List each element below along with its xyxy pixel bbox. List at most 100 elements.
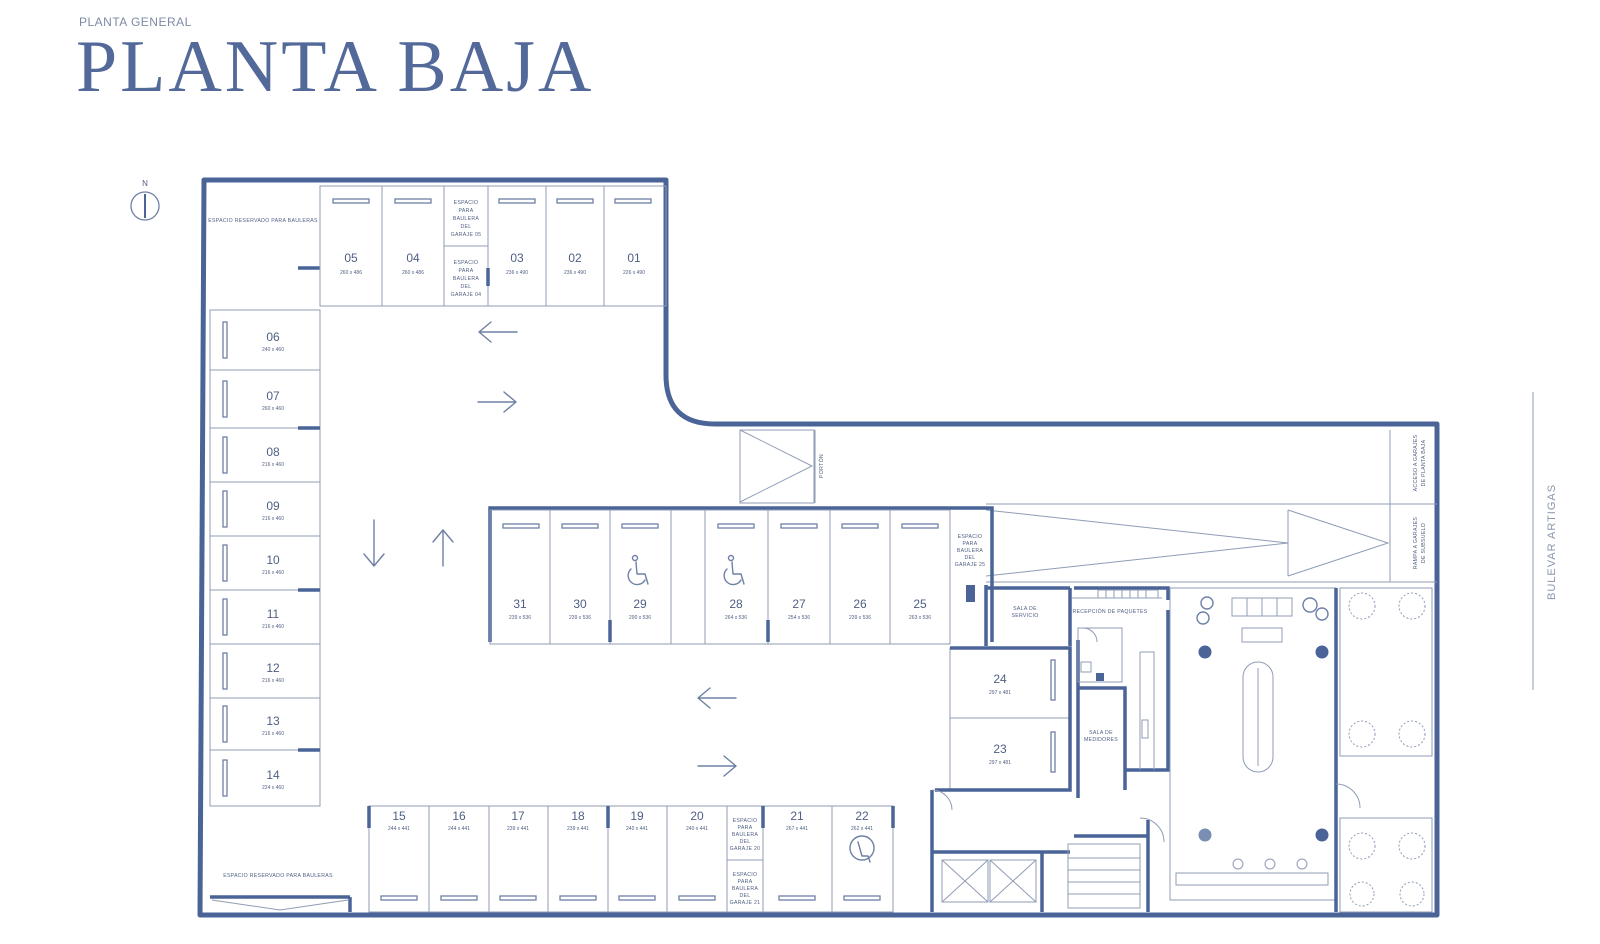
svg-text:09: 09 — [266, 499, 280, 513]
svg-text:226 x 490: 226 x 490 — [623, 270, 645, 276]
lobby-area: SALA DE SERVICIO RECEPCIÓN DE PAQUETES S… — [930, 585, 1361, 912]
svg-text:06: 06 — [266, 330, 280, 344]
sala-medidores-label-2: MEDIDORES — [1084, 737, 1118, 743]
svg-text:BAULERA: BAULERA — [957, 548, 984, 554]
svg-text:PARA: PARA — [459, 208, 474, 214]
svg-text:14: 14 — [266, 768, 280, 782]
reserved-storage-top: ESPACIO RESERVADO PARA BAULERAS — [208, 218, 318, 224]
svg-text:23: 23 — [993, 742, 1007, 756]
svg-text:240 x 441: 240 x 441 — [626, 826, 648, 832]
page-title: PLANTA BAJA — [76, 26, 595, 108]
driveway: PORTÓN ACCESO A GARAJES DE PLANTA BAJA R… — [739, 429, 1437, 583]
svg-text:12: 12 — [266, 661, 280, 675]
svg-text:297 x 481: 297 x 481 — [989, 690, 1011, 696]
street-name: BULEVAR ARTIGAS — [1546, 484, 1558, 600]
svg-text:26: 26 — [853, 597, 867, 611]
svg-text:PARA: PARA — [738, 825, 753, 831]
baulera-04: ESPACIO PARA BAULERA DEL GARAJE 04 — [451, 260, 481, 298]
svg-text:236 x 490: 236 x 490 — [564, 270, 586, 276]
svg-text:267 x 441: 267 x 441 — [786, 826, 808, 832]
parking-row-bottom: ESPACIO PARA BAULERA DEL GARAJE 20 ESPAC… — [210, 805, 895, 913]
plant-icon — [1196, 596, 1329, 625]
parking-space-23[interactable]: 23 297 x 481 — [989, 731, 1056, 773]
parking-space-05[interactable]: 05 260 x 486 — [332, 198, 370, 276]
svg-text:262 x 441: 262 x 441 — [851, 826, 873, 832]
svg-text:240 x 460: 240 x 460 — [262, 347, 284, 353]
parking-space-09[interactable]: 09 216 x 460 — [222, 490, 284, 528]
outer-walls — [197, 177, 1440, 918]
svg-text:PARA: PARA — [459, 268, 474, 274]
svg-text:239 x 536: 239 x 536 — [509, 615, 531, 621]
parking-space-03[interactable]: 03 236 x 490 — [498, 198, 536, 276]
svg-text:239 x 536: 239 x 536 — [569, 615, 591, 621]
svg-text:02: 02 — [568, 251, 582, 265]
svg-text:244 x 441: 244 x 441 — [448, 826, 470, 832]
wheelchair-icon — [723, 554, 745, 586]
svg-text:21: 21 — [790, 809, 804, 823]
arrow-down — [363, 519, 385, 567]
svg-text:240 x 441: 240 x 441 — [686, 826, 708, 832]
parking-space-22[interactable]: 22 262 x 441 — [843, 809, 881, 901]
svg-text:216 x 460: 216 x 460 — [262, 516, 284, 522]
svg-text:11: 11 — [267, 607, 280, 621]
parking-space-07[interactable]: 07 260 x 460 — [222, 380, 284, 418]
arrow-left-top — [478, 321, 518, 343]
svg-text:260 x 460: 260 x 460 — [262, 406, 284, 412]
parking-space-21[interactable]: 21 267 x 441 — [778, 809, 816, 901]
sala-medidores-label-1: SALA DE — [1089, 730, 1113, 736]
svg-text:GARAJE 21: GARAJE 21 — [730, 900, 761, 906]
svg-text:239 x 441: 239 x 441 — [507, 826, 529, 832]
svg-text:BAULERA: BAULERA — [453, 276, 480, 282]
svg-text:GARAJE 20: GARAJE 20 — [730, 846, 761, 852]
parking-space-01[interactable]: 01 226 x 490 — [614, 198, 652, 276]
rampa-garajes-label-1: RAMPA A GARAJES — [1413, 517, 1419, 569]
arrow-right-bottom — [697, 755, 737, 777]
svg-text:GARAJE 25: GARAJE 25 — [955, 562, 986, 568]
svg-text:263 x 536: 263 x 536 — [909, 615, 931, 621]
svg-text:239 x 441: 239 x 441 — [567, 826, 589, 832]
svg-text:ESPACIO: ESPACIO — [733, 818, 758, 824]
svg-text:PARA: PARA — [963, 541, 978, 547]
reserved-storage-bottom: ESPACIO RESERVADO PARA BAULERAS — [223, 873, 333, 879]
svg-text:DEL: DEL — [965, 555, 976, 561]
parking-space-04[interactable]: 04 260 x 486 — [394, 198, 432, 276]
baulera-20: ESPACIO PARA BAULERA DEL GARAJE 20 — [730, 818, 761, 852]
svg-text:29: 29 — [633, 597, 647, 611]
parking-space-02[interactable]: 02 236 x 490 — [556, 198, 594, 276]
svg-text:264 x 536: 264 x 536 — [725, 615, 747, 621]
compass-label: N — [142, 179, 148, 188]
parking-space-06[interactable]: 06 240 x 460 — [222, 321, 284, 359]
svg-text:22: 22 — [855, 809, 869, 823]
svg-text:07: 07 — [266, 389, 280, 403]
svg-text:297 x 481: 297 x 481 — [989, 760, 1011, 766]
garden-patio-bottom — [1339, 817, 1433, 913]
svg-text:ESPACIO: ESPACIO — [733, 872, 758, 878]
traffic-arrows — [363, 321, 737, 777]
wheelchair-icon — [849, 835, 875, 863]
acceso-garajes-label-1: ACCESO A GARAJES — [1413, 434, 1419, 491]
svg-text:01: 01 — [627, 251, 641, 265]
